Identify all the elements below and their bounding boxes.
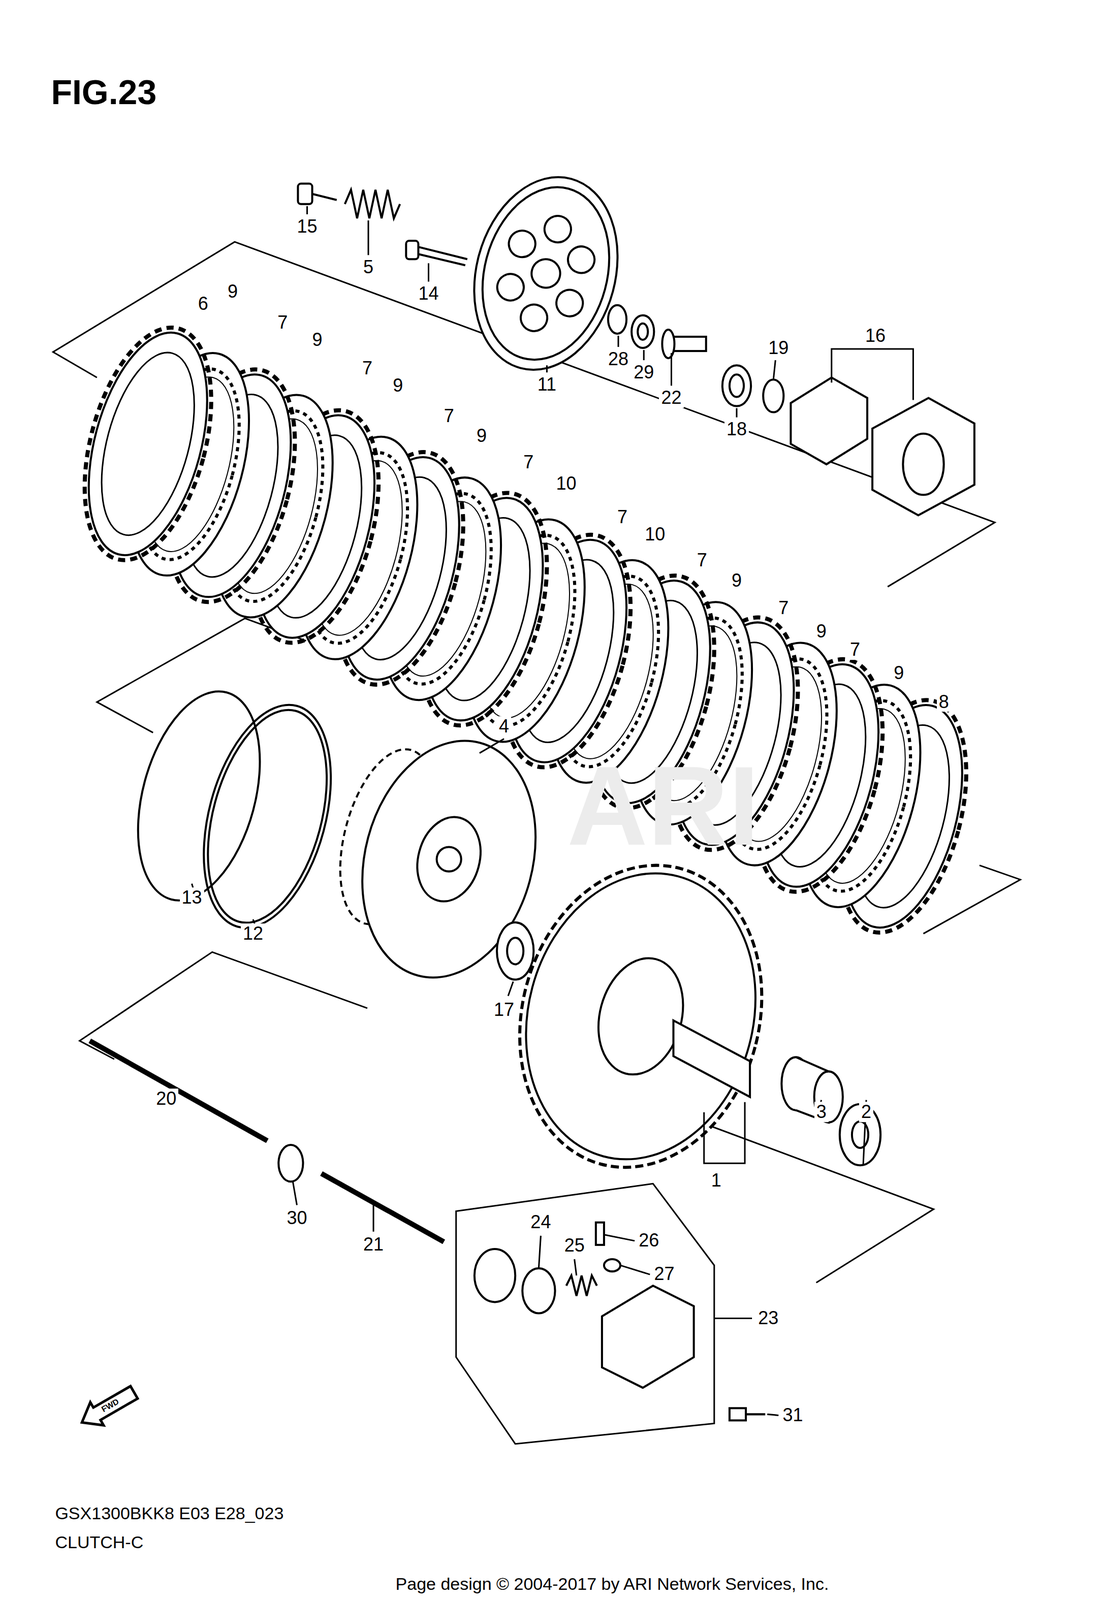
- callout-number: 24: [528, 1212, 553, 1233]
- callout-number: 18: [724, 419, 749, 440]
- footer-note: Page design © 2004-2017 by ARI Network S…: [393, 1574, 832, 1594]
- callout-number: 9: [310, 329, 325, 351]
- callout-number: 11: [535, 374, 559, 395]
- callout-number: 26: [636, 1230, 661, 1251]
- callout-number: 22: [658, 387, 684, 408]
- callout-number: 7: [521, 452, 536, 473]
- callout-number: 9: [225, 281, 240, 303]
- callout-number: 28: [606, 349, 631, 370]
- callout-number: 8: [936, 691, 952, 713]
- callout-number: 21: [361, 1234, 386, 1255]
- callout-number: 16: [863, 325, 888, 346]
- callout-number: 10: [554, 473, 579, 494]
- callout-number: 13: [179, 888, 205, 909]
- callout-number: 10: [642, 524, 668, 546]
- callout-number: 3: [814, 1101, 829, 1123]
- callout-number: 1: [709, 1170, 724, 1191]
- footer-note: GSX1300BKK8 E03 E28_023: [52, 1504, 286, 1524]
- callout-number: 4: [496, 716, 512, 737]
- callout-number: 7: [360, 358, 375, 379]
- callout-number: 9: [729, 570, 744, 591]
- callout-number: 7: [442, 406, 457, 427]
- callout-number: 7: [695, 550, 710, 571]
- watermark: ARI: [564, 744, 762, 868]
- callout-number: 30: [284, 1208, 309, 1229]
- callout-number: 7: [847, 639, 863, 660]
- callout-number: 9: [814, 621, 829, 642]
- callout-number: 5: [361, 257, 376, 278]
- callout-number: 7: [615, 507, 630, 528]
- callout-number: 6: [196, 294, 211, 315]
- callout-number: 31: [780, 1405, 805, 1426]
- callout-number: 27: [651, 1264, 677, 1285]
- callout-number: 15: [294, 216, 320, 237]
- callout-number: 20: [153, 1088, 179, 1110]
- callout-number: 2: [859, 1101, 874, 1123]
- footer-note: CLUTCH-C: [52, 1533, 146, 1553]
- callout-number: 29: [631, 362, 656, 383]
- callout-number: 25: [562, 1235, 587, 1256]
- callout-number: 7: [776, 597, 791, 619]
- callout-number: 17: [491, 999, 517, 1021]
- callout-number: 23: [755, 1308, 781, 1329]
- callout-number: 19: [766, 337, 791, 359]
- callout-number: 9: [390, 375, 405, 396]
- callout-number: 7: [275, 312, 290, 333]
- figure-title: FIG.23: [48, 72, 159, 111]
- callout-number: 12: [240, 923, 266, 944]
- callout-number: 14: [416, 283, 441, 305]
- callout-number: 9: [474, 425, 489, 447]
- callout-number: 9: [891, 663, 906, 684]
